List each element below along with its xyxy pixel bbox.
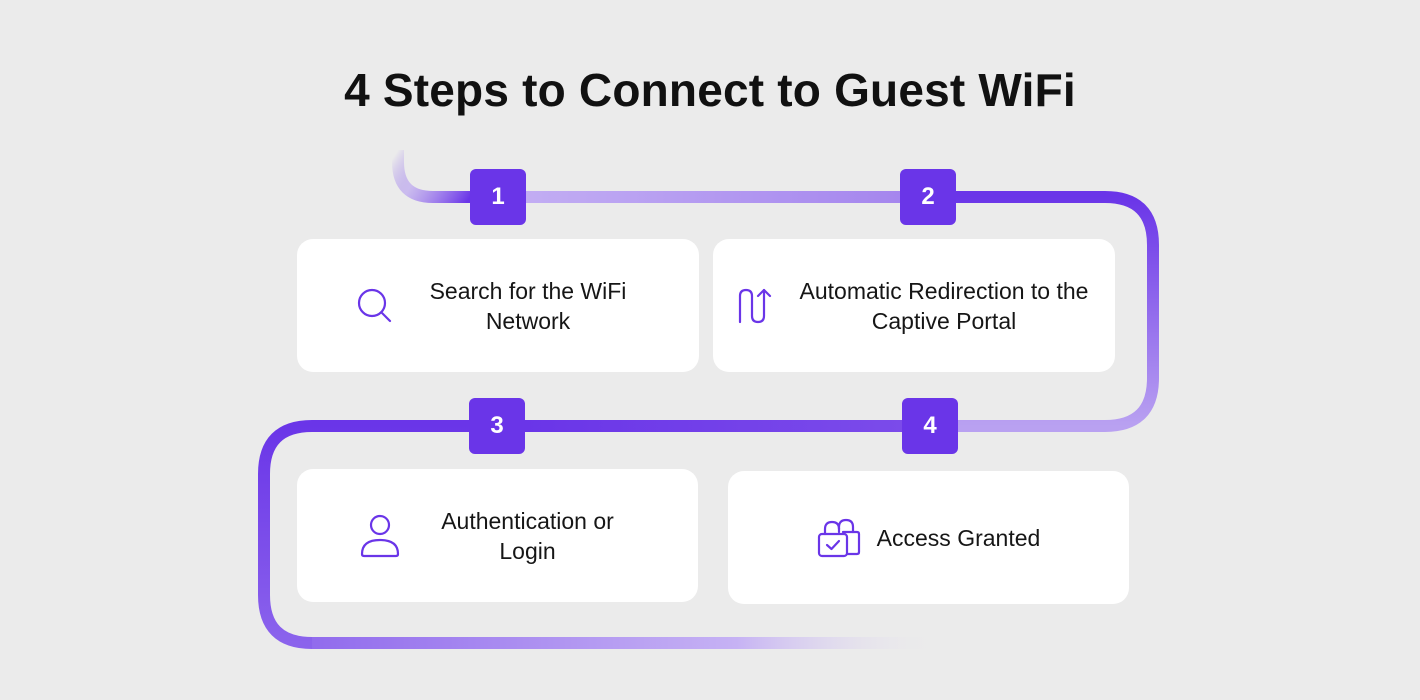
user-icon — [358, 514, 402, 558]
page-title: 4 Steps to Connect to Guest WiFi — [344, 64, 1076, 116]
step-label-1: Search for the WiFi Network — [429, 277, 627, 334]
step-label-3: Authentication or Login — [441, 507, 614, 564]
path-segment-start — [392, 150, 470, 203]
step-card-1: Search for the WiFi Network — [297, 239, 699, 372]
step-card-4: Access Granted — [728, 471, 1129, 604]
step-card-2: Automatic Redirection to the Captive Por… — [713, 239, 1115, 372]
path-segment-2-4 — [956, 191, 1159, 432]
step-label-4: Access Granted — [876, 524, 1041, 551]
step-card-3: Authentication or Login — [297, 469, 698, 602]
step-badge-1: 1 — [470, 169, 526, 225]
lock-check-icon — [817, 516, 861, 560]
step-badge-2: 2 — [900, 169, 956, 225]
step-label-2: Automatic Redirection to the Captive Por… — [799, 277, 1089, 334]
search-icon — [353, 284, 397, 328]
redirect-arrow-icon — [734, 284, 778, 328]
step-badge-4: 4 — [902, 398, 958, 454]
step-badge-3: 3 — [469, 398, 525, 454]
path-segment-3-end — [258, 420, 469, 649]
